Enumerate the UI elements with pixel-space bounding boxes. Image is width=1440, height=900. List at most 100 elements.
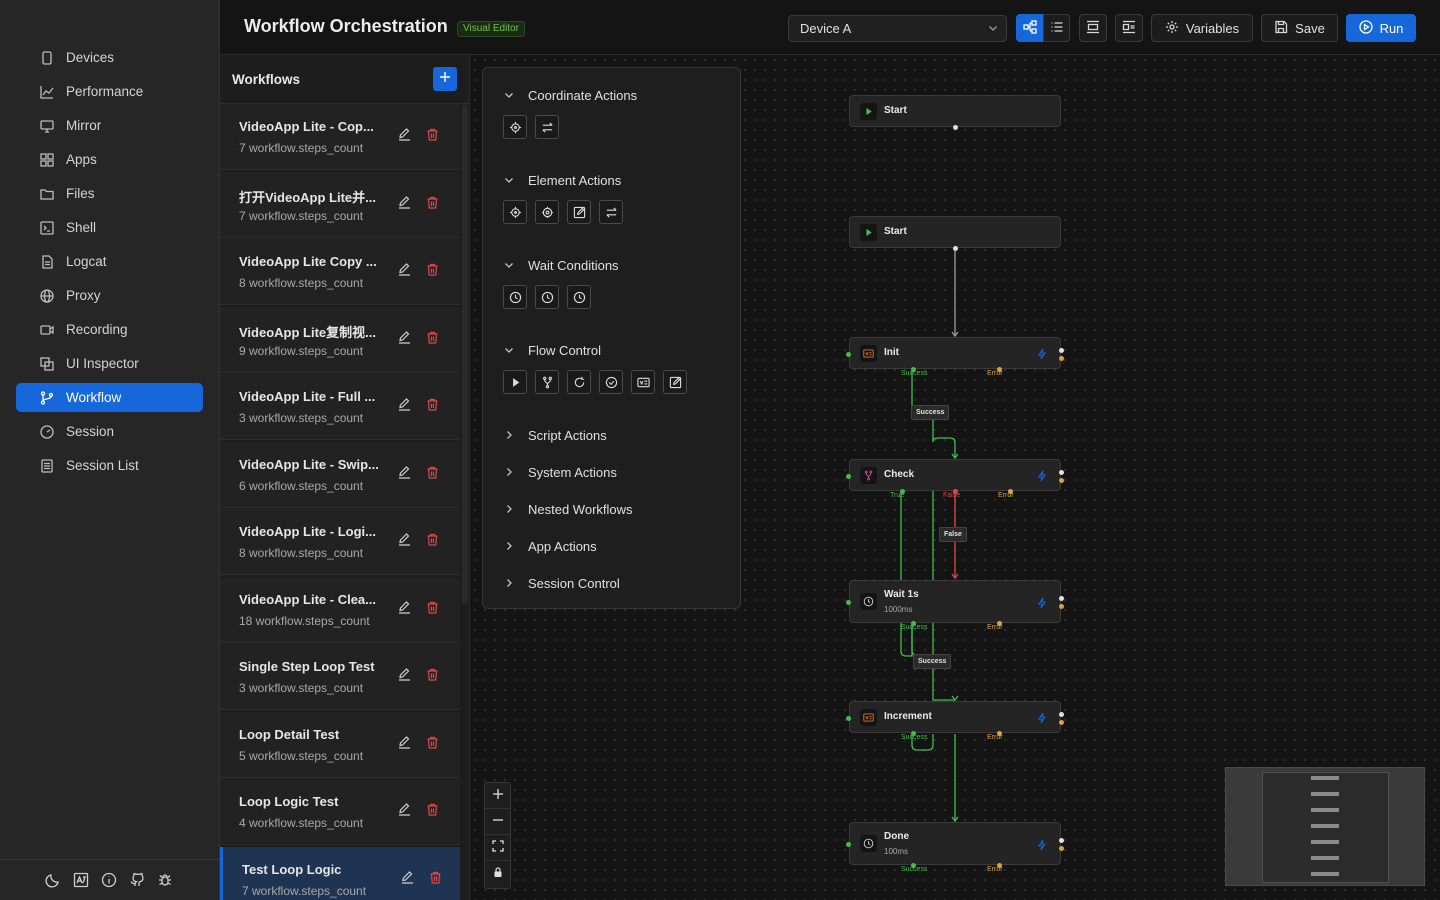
sidebar-item-devices[interactable]: Devices — [16, 43, 203, 72]
edit-workflow-button[interactable] — [396, 533, 412, 550]
success-port[interactable] — [910, 731, 916, 736]
error-port[interactable] — [1059, 604, 1064, 609]
palette-section-system-actions[interactable]: System Actions — [483, 461, 741, 483]
graph-view-button[interactable] — [1016, 14, 1043, 42]
moon-icon[interactable] — [44, 871, 62, 889]
output-port[interactable] — [1059, 711, 1064, 717]
fit-view-button[interactable] — [485, 835, 510, 861]
edge-check-true-loop[interactable] — [900, 491, 913, 657]
success-port[interactable] — [910, 367, 916, 372]
lightning-icon[interactable] — [1037, 347, 1047, 360]
palette-tool-play[interactable] — [503, 370, 527, 394]
list-view-button[interactable] — [1043, 14, 1070, 42]
palette-section-flow-control[interactable]: Flow Control — [483, 339, 741, 361]
workflow-list-scrollbar[interactable] — [462, 104, 468, 604]
output-port[interactable] — [953, 246, 958, 251]
edit-workflow-button[interactable] — [396, 668, 412, 685]
error-port[interactable] — [996, 731, 1002, 736]
edit-workflow-button[interactable] — [396, 465, 412, 483]
false-port[interactable] — [952, 489, 958, 494]
palette-tool-clock[interactable] — [535, 285, 559, 309]
output-port[interactable] — [1059, 596, 1064, 601]
palette-tool-variable[interactable] — [631, 370, 655, 394]
error-port[interactable] — [996, 863, 1002, 868]
sidebar-item-performance[interactable]: Performance — [16, 77, 203, 106]
palette-tool-loop[interactable] — [567, 370, 591, 394]
bug-icon[interactable] — [156, 871, 174, 889]
add-workflow-button[interactable] — [433, 67, 457, 91]
lightning-icon[interactable] — [1037, 711, 1047, 724]
error-port[interactable] — [1059, 846, 1064, 851]
delete-workflow-button[interactable] — [424, 533, 440, 550]
edit-workflow-button[interactable] — [396, 803, 412, 820]
github-icon[interactable] — [128, 871, 146, 889]
edit-workflow-button[interactable] — [396, 600, 412, 618]
info-icon[interactable] — [100, 871, 118, 889]
error-port[interactable] — [996, 621, 1002, 626]
sidebar-item-session-list[interactable]: Session List — [16, 451, 203, 480]
palette-section-coordinate-actions[interactable]: Coordinate Actions — [483, 84, 741, 106]
palette-section-element-actions[interactable]: Element Actions — [483, 169, 741, 191]
palette-tool-target[interactable] — [535, 200, 559, 224]
sidebar-item-workflow[interactable]: Workflow — [16, 383, 203, 412]
workflow-list-item[interactable]: VideoApp Lite Copy ...8 workflow.steps_c… — [220, 239, 460, 305]
error-port[interactable] — [1059, 477, 1064, 483]
variables-button[interactable]: Variables — [1151, 14, 1253, 42]
delete-workflow-button[interactable] — [424, 601, 440, 618]
flow-node-start1[interactable]: Start — [849, 95, 1061, 130]
lock-button[interactable] — [485, 861, 510, 887]
zoom-in-button[interactable] — [485, 783, 510, 809]
output-port[interactable] — [1059, 469, 1064, 475]
success-port[interactable] — [910, 621, 916, 626]
delete-workflow-button[interactable] — [424, 331, 440, 348]
edit-workflow-button[interactable] — [396, 398, 412, 415]
layout-horizontal-button[interactable] — [1115, 14, 1143, 42]
lightning-icon[interactable] — [1037, 838, 1047, 851]
palette-section-script-actions[interactable]: Script Actions — [483, 424, 741, 446]
delete-workflow-button[interactable] — [424, 128, 440, 145]
sidebar-item-proxy[interactable]: Proxy — [16, 281, 203, 310]
run-button[interactable]: Run — [1346, 14, 1416, 42]
delete-workflow-button[interactable] — [424, 398, 440, 415]
palette-section-wait-conditions[interactable]: Wait Conditions — [483, 254, 741, 276]
sidebar-item-recording[interactable]: Recording — [16, 315, 203, 344]
error-port[interactable] — [1007, 489, 1013, 494]
edit-workflow-button[interactable] — [396, 330, 412, 348]
lightning-icon[interactable] — [1037, 469, 1047, 482]
sidebar-item-session[interactable]: Session — [16, 417, 203, 446]
error-port[interactable] — [1059, 719, 1064, 725]
palette-tool-edit[interactable] — [567, 200, 591, 224]
palette-section-app-actions[interactable]: App Actions — [483, 535, 741, 557]
delete-workflow-button[interactable] — [424, 466, 440, 483]
delete-workflow-button[interactable] — [424, 803, 440, 820]
error-port[interactable] — [1059, 355, 1064, 361]
sidebar-item-files[interactable]: Files — [16, 179, 203, 208]
palette-tool-swap[interactable] — [599, 200, 623, 224]
sidebar-item-logcat[interactable]: Logcat — [16, 247, 203, 276]
delete-workflow-button[interactable] — [424, 263, 440, 280]
edit-workflow-button[interactable] — [396, 263, 412, 280]
delete-workflow-button[interactable] — [427, 871, 443, 888]
sidebar-item-mirror[interactable]: Mirror — [16, 111, 203, 140]
minimap[interactable] — [1225, 767, 1425, 886]
delete-workflow-button[interactable] — [424, 196, 440, 213]
input-port[interactable] — [846, 715, 851, 721]
workflow-list-item[interactable]: VideoApp Lite - Logi...8 workflow.steps_… — [220, 509, 460, 575]
save-button[interactable]: Save — [1261, 14, 1338, 42]
flow-node-start2[interactable]: Start — [849, 216, 1061, 251]
palette-tool-swap[interactable] — [535, 115, 559, 139]
input-port[interactable] — [846, 600, 851, 605]
workflow-list-item[interactable]: VideoApp Lite复制视...9 workflow.steps_coun… — [220, 306, 460, 373]
workflow-list-item[interactable]: 打开VideoApp Lite并...7 workflow.steps_coun… — [220, 171, 460, 238]
edit-workflow-button[interactable] — [396, 735, 412, 753]
zoom-out-button[interactable] — [485, 809, 510, 835]
